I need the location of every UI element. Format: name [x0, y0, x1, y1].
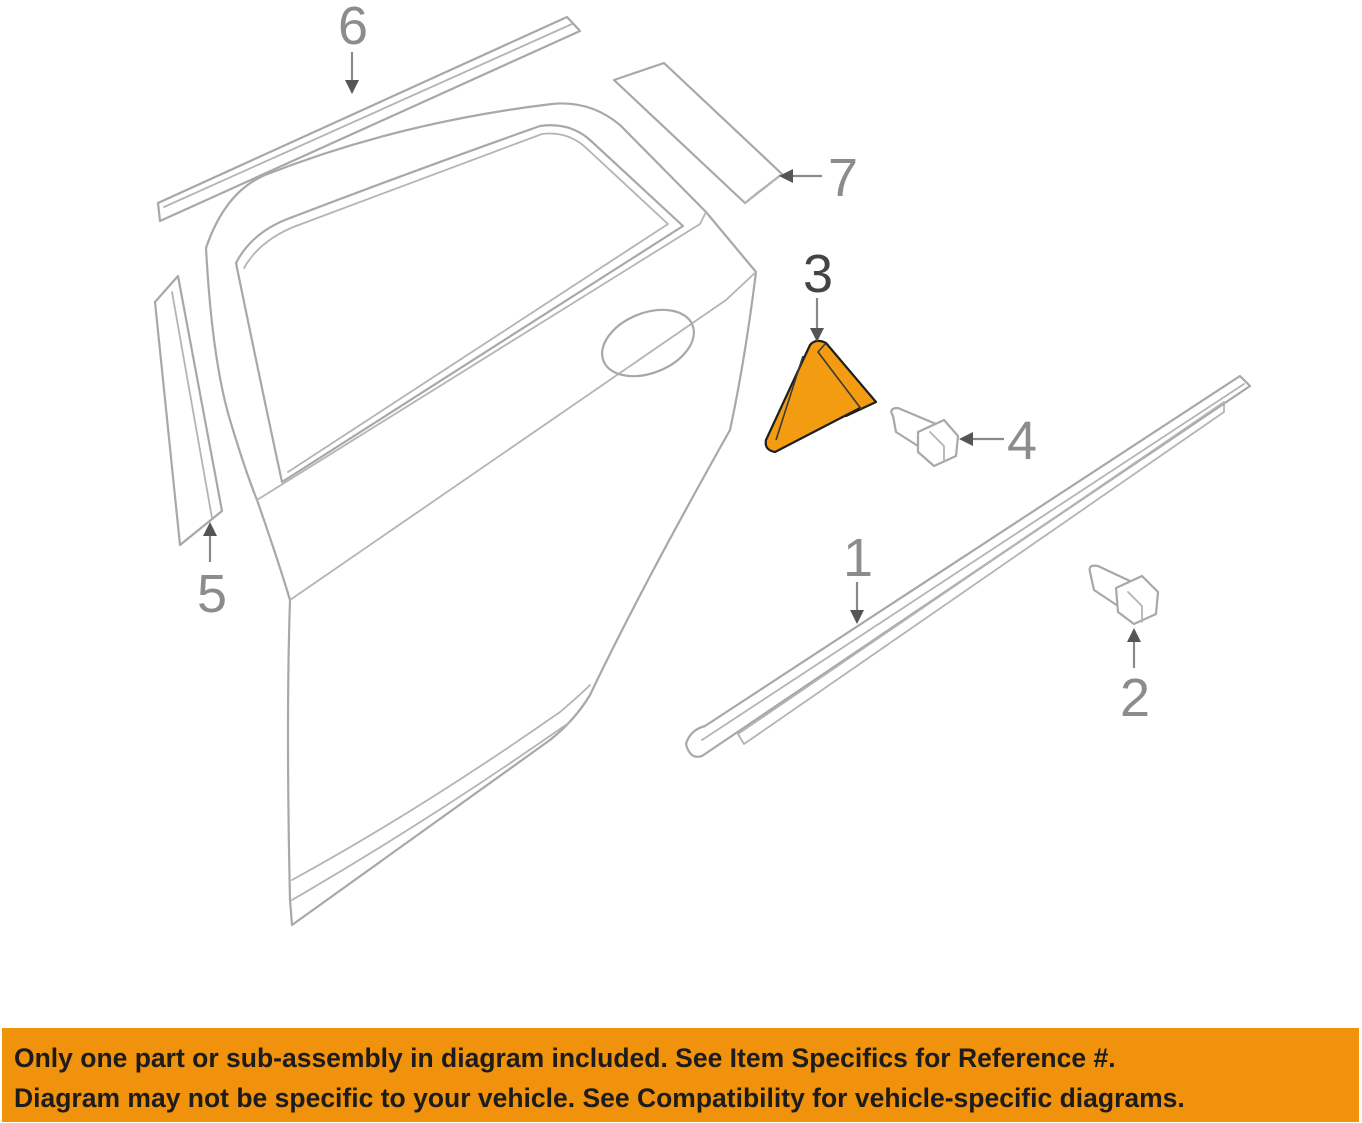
callout-5: 5	[197, 564, 227, 624]
clip-part-4	[890, 406, 960, 468]
belt-molding-part	[684, 374, 1252, 758]
disclaimer-banner: Only one part or sub-assembly in diagram…	[2, 1028, 1359, 1122]
frame-molding-part	[153, 274, 224, 547]
callout-2: 2	[1120, 668, 1150, 728]
roof-molding-part	[156, 15, 582, 223]
highlighted-applique-part	[764, 339, 878, 454]
callout-7: 7	[828, 148, 858, 208]
callout-4: 4	[1007, 411, 1037, 471]
disclaimer-line-2: Diagram may not be specific to your vehi…	[14, 1083, 1185, 1113]
leader-lines	[203, 52, 1141, 668]
callout-1: 1	[843, 528, 873, 588]
callout-3: 3	[803, 244, 833, 304]
clip-part-2	[1088, 564, 1160, 626]
pillar-applique-part	[612, 61, 784, 205]
parts-diagram: 6 7 3 4 1 2 5	[153, 0, 1252, 927]
callout-6: 6	[338, 0, 368, 56]
rear-door-outline	[204, 102, 758, 927]
disclaimer-line-1: Only one part or sub-assembly in diagram…	[14, 1043, 1116, 1073]
